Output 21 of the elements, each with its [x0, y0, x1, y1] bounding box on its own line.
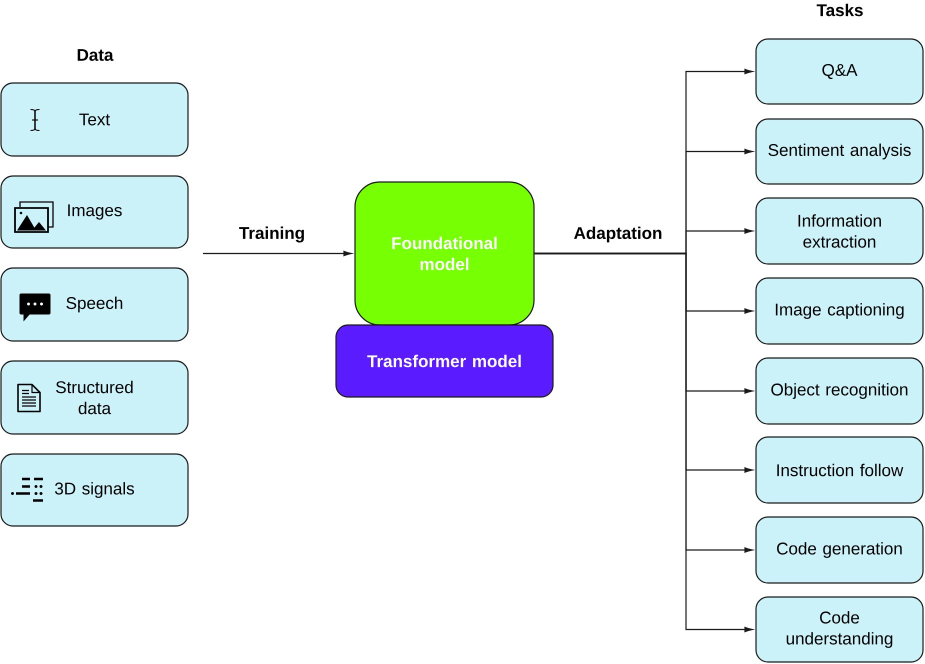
task-box: Image captioning — [755, 277, 924, 345]
column-heading: Tasks — [816, 4, 863, 16]
model-box: Foundational model — [354, 181, 535, 326]
data-box: 3D signals — [0, 453, 189, 527]
data-box: Structured data — [0, 360, 189, 435]
data-box: Images — [0, 175, 189, 249]
task-box: Code generation — [755, 516, 924, 584]
task-box: Sentiment analysis — [755, 118, 924, 185]
task-box: Object recognition — [755, 357, 924, 425]
task-box: Q&A — [755, 38, 924, 105]
column-heading: Data — [78, 49, 114, 61]
data-box: Text — [0, 82, 189, 157]
edge-label: Training — [239, 226, 304, 242]
data-box: Speech — [0, 267, 189, 342]
task-box: Code understanding — [755, 596, 924, 663]
task-box: Information extraction — [755, 197, 924, 265]
arrow — [203, 250, 352, 256]
edge-label: Adaptation — [574, 226, 662, 242]
task-box: Instruction follow — [755, 436, 924, 504]
model-box: Transformer model — [335, 324, 554, 398]
arrow — [534, 252, 753, 632]
